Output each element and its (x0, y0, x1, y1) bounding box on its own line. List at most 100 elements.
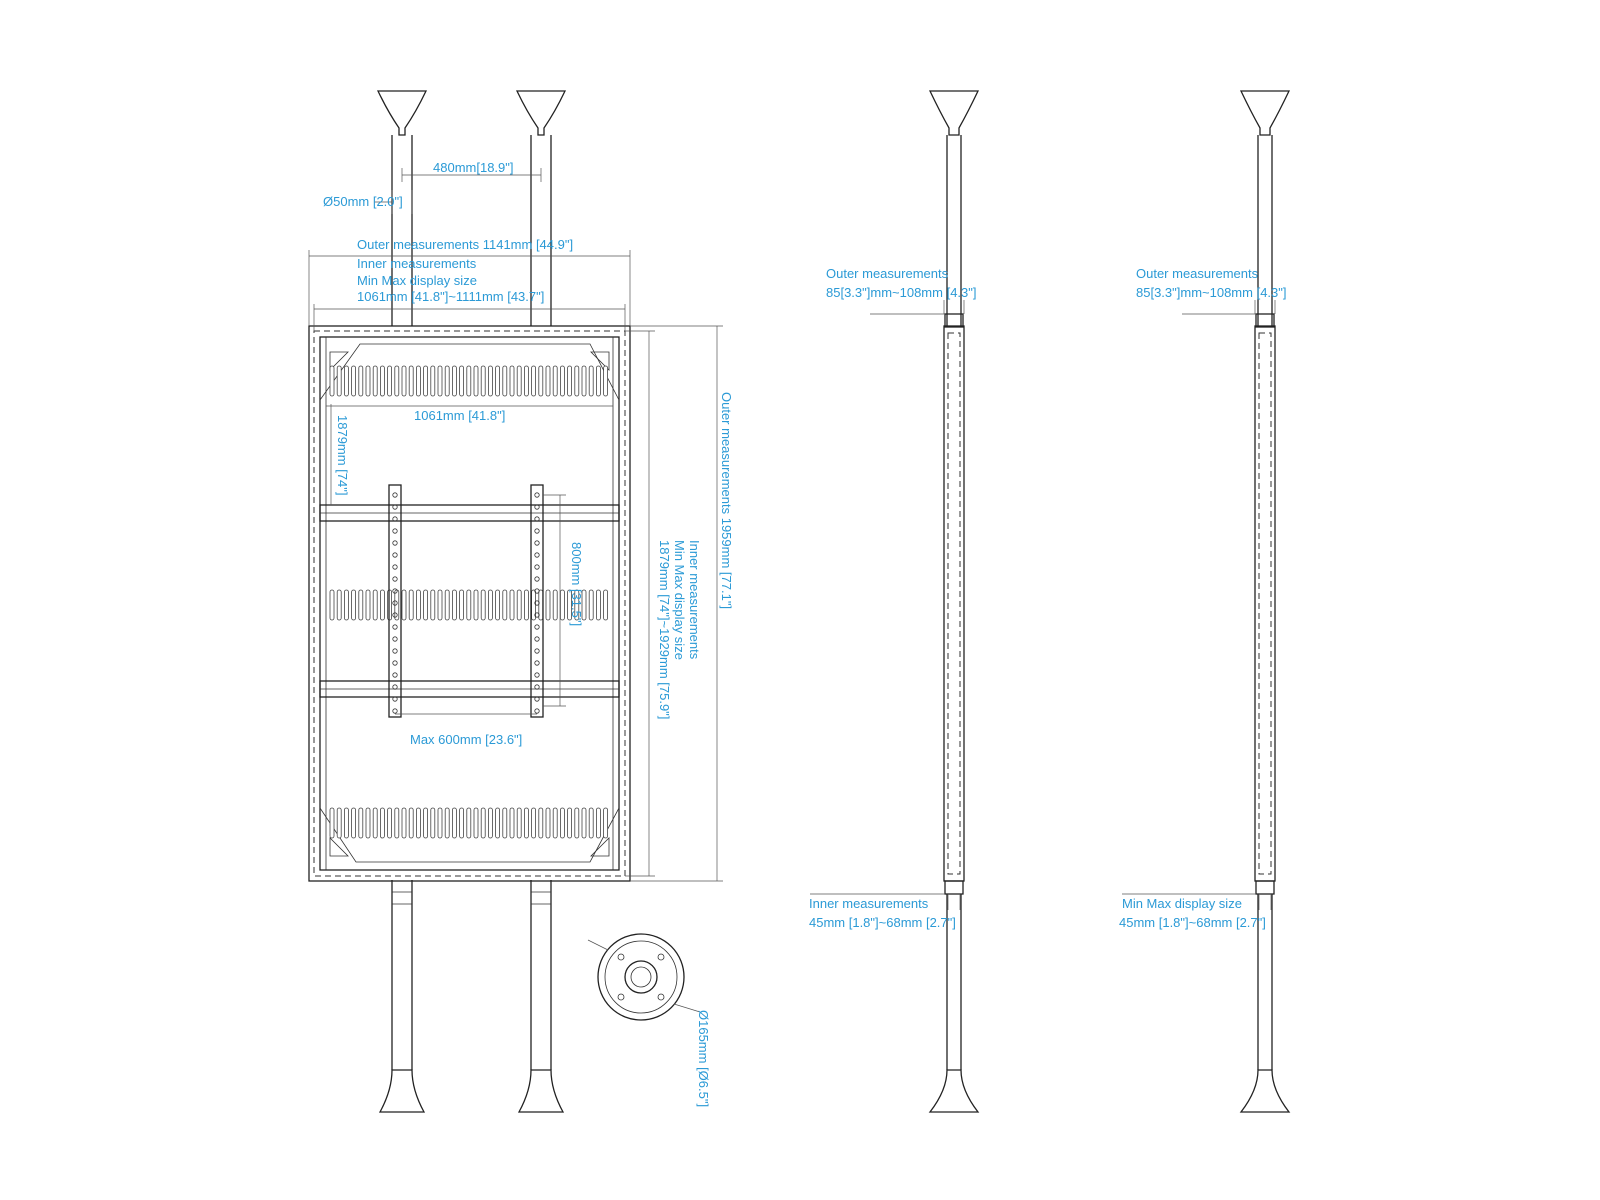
vent-slot (358, 365, 364, 397)
vent-slot (365, 807, 371, 839)
vent-slot (473, 365, 479, 397)
vent-slot (552, 365, 558, 397)
vent-slot (387, 807, 393, 839)
frame-inner-height-label: 1879mm [74"] (335, 415, 350, 496)
side1-outer-range: 85[3.3"]mm~108mm [4.3"] (826, 285, 977, 300)
vent-slot (459, 807, 465, 839)
vent-slot (365, 589, 371, 621)
vent-slot (415, 365, 421, 397)
bracket-hole (392, 612, 398, 618)
vent-slot (509, 365, 515, 397)
vent-slot (437, 589, 443, 621)
vent-slot (581, 589, 587, 621)
vent-slot (524, 365, 529, 397)
vent-slot (423, 807, 429, 839)
vent-slot (415, 807, 421, 839)
bracket-hole (392, 540, 398, 546)
bracket-hole (534, 492, 540, 498)
vent-slot (444, 807, 450, 839)
vent-slot (336, 807, 342, 839)
bracket-hole (534, 672, 540, 678)
bracket-hole (392, 588, 398, 594)
right-pole-bottom (517, 880, 565, 1113)
vent-slot (430, 365, 436, 397)
vent-slots (329, 365, 608, 839)
vent-slot (358, 807, 364, 839)
vent-slot (401, 365, 407, 397)
bracket-hole (392, 492, 398, 498)
vent-slot (372, 365, 378, 397)
vent-slot (502, 807, 508, 839)
vent-slot (408, 365, 414, 397)
vent-slot (567, 589, 572, 621)
vent-slot (480, 589, 486, 621)
vent-slot (516, 365, 522, 397)
bracket-hole (392, 624, 398, 630)
bracket-hole (534, 528, 540, 534)
bracket-hole (392, 636, 398, 642)
bracket-hole (534, 540, 540, 546)
vent-slot (516, 807, 522, 839)
vent-slot (329, 365, 335, 397)
front-dimension-lines (308, 168, 723, 882)
vent-slot (358, 589, 364, 621)
bracket-hole (534, 708, 540, 714)
bracket-hole (392, 684, 398, 690)
inner-width-heading: Inner measurements (357, 256, 477, 271)
vesa-vertical-label: 800mm [31.5"] (569, 542, 584, 626)
bracket-hole (534, 504, 540, 510)
vent-slot (351, 807, 357, 839)
vent-slot (451, 365, 457, 397)
vent-slot (473, 807, 479, 839)
vent-slot (379, 807, 385, 839)
vent-slot (394, 807, 400, 839)
vent-slot (379, 589, 385, 621)
side1-inner-heading: Inner measurements (809, 896, 929, 911)
vent-slot (588, 365, 594, 397)
bracket-hole (534, 552, 540, 558)
vent-slot (336, 365, 342, 397)
pole-spacing-label: 480mm[18.9"] (433, 160, 514, 175)
base-plate (587, 933, 701, 1021)
vent-slot (509, 807, 515, 839)
bracket-hole (534, 636, 540, 642)
bracket-hole (392, 528, 398, 534)
vent-slot (531, 807, 536, 839)
bracket-hole (534, 588, 540, 594)
bracket-hole (534, 516, 540, 522)
vesa-bracket-left (388, 484, 402, 718)
vent-slot (444, 365, 450, 397)
vent-slot (459, 589, 465, 621)
bracket-hole (534, 624, 540, 630)
vent-slot (408, 807, 414, 839)
side1-outer-heading: Outer measurements (826, 266, 949, 281)
vent-slot (430, 807, 436, 839)
bracket-hole (392, 516, 398, 522)
bracket-hole (534, 600, 540, 606)
vent-slot (588, 589, 594, 621)
vent-slot (596, 589, 601, 621)
vent-slot (524, 807, 529, 839)
vent-slot (451, 589, 457, 621)
vent-slot (444, 589, 450, 621)
vent-slot (487, 365, 493, 397)
vent-slot (372, 807, 378, 839)
vent-slot (351, 589, 357, 621)
vent-slot (524, 589, 529, 621)
vent-slot (451, 807, 457, 839)
inner-width-range: 1061mm [41.8"]~1111mm [43.7"] (357, 289, 544, 304)
bracket-hole (534, 684, 540, 690)
vent-slot (487, 589, 493, 621)
vent-slot (495, 589, 501, 621)
side2-display-heading: Min Max display size (1122, 896, 1242, 911)
vent-slot (581, 807, 587, 839)
bracket-hole (392, 576, 398, 582)
vent-slot (596, 365, 601, 397)
vent-slot (596, 807, 601, 839)
vent-slot (372, 589, 378, 621)
vent-slot (560, 365, 565, 397)
bracket-hole (534, 696, 540, 702)
vent-slot (480, 365, 486, 397)
outer-width-label: Outer measurements 1141mm [44.9"] (357, 237, 573, 252)
